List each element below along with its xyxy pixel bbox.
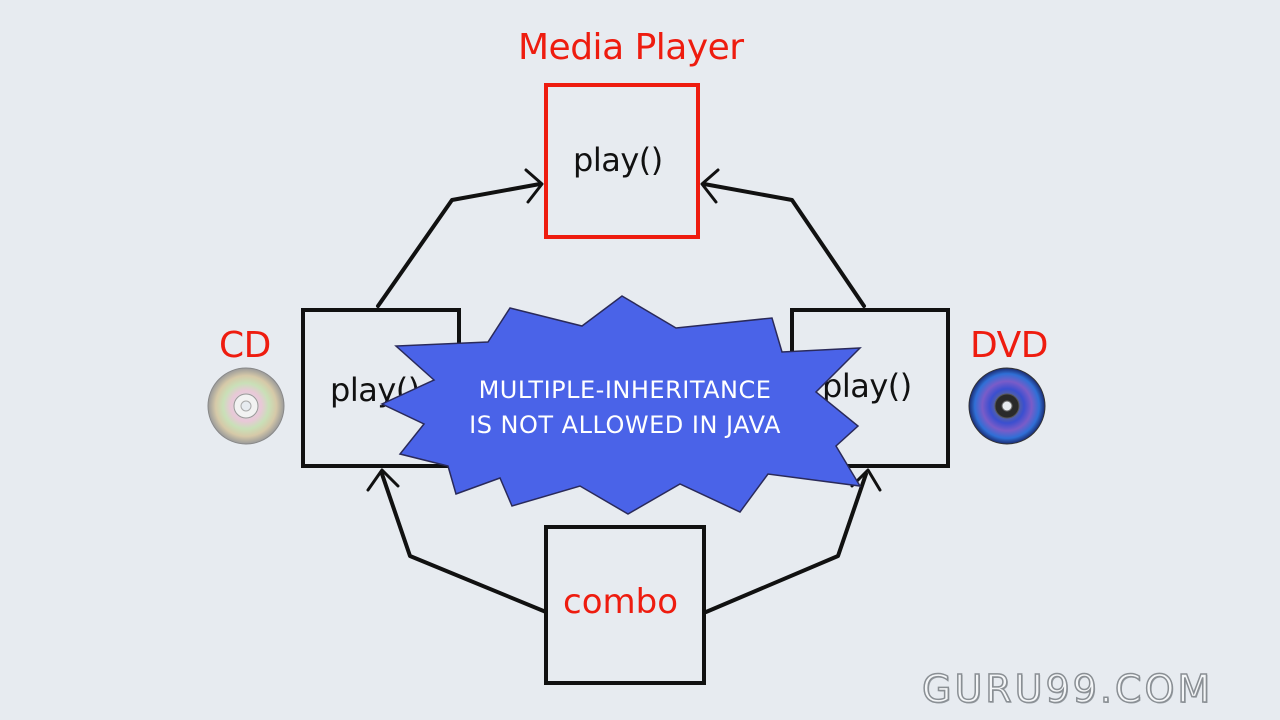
watermark: GURU99.COM	[921, 667, 1214, 711]
dvd-disc-icon	[968, 367, 1046, 445]
combo-label: combo	[563, 582, 678, 622]
arrow-dvd-to-media-player	[700, 168, 866, 308]
warning-line-2: IS NOT ALLOWED IN JAVA	[469, 410, 781, 439]
combo-box	[544, 525, 706, 685]
dvd-title: DVD	[970, 325, 1048, 366]
media-player-title: Media Player	[518, 27, 744, 68]
arrow-cd-to-media-player	[376, 168, 544, 308]
arrow-combo-to-cd	[366, 468, 548, 614]
dvd-method-label: play()	[822, 367, 912, 405]
cd-disc-icon	[207, 367, 285, 445]
warning-text: MULTIPLE-INHERITANCE IS NOT ALLOWED IN J…	[440, 373, 810, 443]
cd-title: CD	[219, 325, 271, 366]
media-player-box	[544, 83, 700, 239]
warning-line-1: MULTIPLE-INHERITANCE	[478, 376, 772, 404]
media-player-method-label: play()	[573, 141, 663, 179]
burst-shape	[380, 295, 862, 515]
